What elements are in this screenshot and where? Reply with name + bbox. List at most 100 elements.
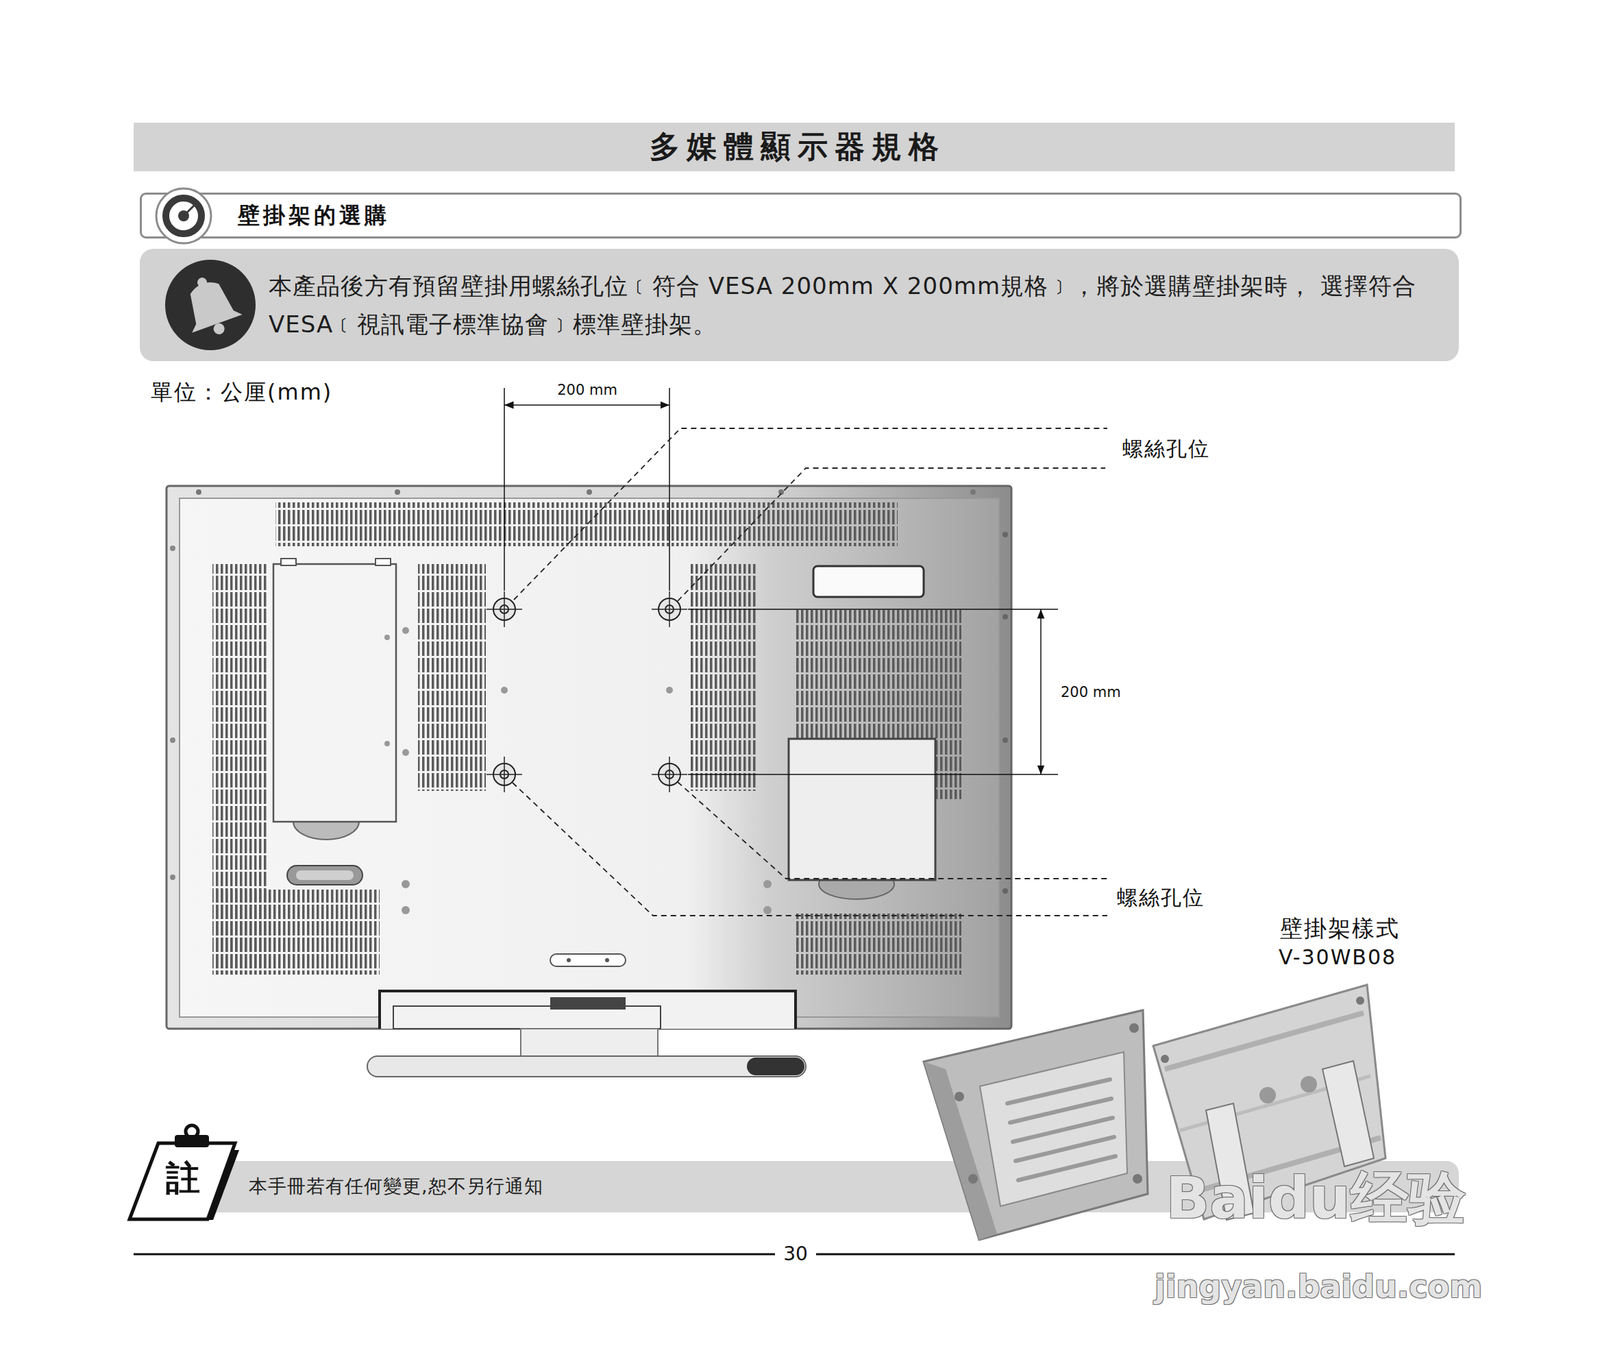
tv-back bbox=[566, 957, 571, 963]
section-title: 壁掛架的選購 bbox=[237, 202, 1460, 229]
page-title: 多媒體顯示器規格 bbox=[649, 128, 946, 166]
leader-line bbox=[677, 468, 1106, 601]
tv-back bbox=[212, 889, 380, 975]
note-bar: 本手冊若有任何變更,恕不另行通知 bbox=[208, 1160, 924, 1213]
tv-back bbox=[746, 1057, 805, 1076]
tv-back bbox=[166, 485, 1012, 1077]
leader-line bbox=[677, 781, 1108, 879]
tv-back bbox=[586, 489, 593, 495]
wall-bracket-photo bbox=[1007, 1079, 1111, 1104]
tv-back bbox=[384, 740, 390, 747]
vesa-screw-hole bbox=[503, 591, 506, 627]
dimension-line bbox=[504, 404, 670, 406]
clipboard-icon bbox=[185, 1125, 199, 1138]
notice-text: 本產品後方有預留壁掛用螺絲孔位﹝符合 VESA 200mm X 200mm規格﹞… bbox=[268, 266, 1435, 344]
bell-icon bbox=[164, 259, 257, 351]
tv-back bbox=[1002, 888, 1008, 894]
tv-back bbox=[169, 545, 176, 551]
vesa-screw-hole bbox=[668, 756, 671, 793]
dimension-line bbox=[1040, 609, 1042, 775]
wall-bracket-photo bbox=[1015, 1136, 1115, 1161]
tv-back bbox=[763, 905, 772, 915]
model-number: V-30WB08 bbox=[1278, 944, 1397, 970]
bell-icon bbox=[175, 268, 246, 343]
dimension-label: 200 mm bbox=[557, 381, 618, 399]
tv-back bbox=[273, 563, 397, 822]
vesa-screw-hole bbox=[486, 591, 688, 793]
dimension-line bbox=[687, 608, 1058, 610]
tv-back bbox=[666, 686, 673, 694]
unit-note: 單位：公厘(mm) bbox=[150, 378, 333, 405]
tv-back bbox=[375, 558, 391, 566]
title-band bbox=[133, 122, 1455, 172]
tv-back bbox=[690, 563, 758, 791]
tv-back bbox=[169, 874, 176, 880]
wall-bracket-photo bbox=[1018, 1155, 1116, 1180]
note-clipboard: 註 bbox=[125, 1122, 240, 1222]
vesa-screw-hole bbox=[668, 591, 671, 627]
tv-back bbox=[417, 563, 486, 791]
tv-back bbox=[763, 879, 772, 889]
tv-back bbox=[367, 1055, 806, 1077]
bracket-caption: 壁掛架樣式 bbox=[1280, 914, 1400, 943]
tv-back bbox=[520, 1028, 658, 1056]
target-icon bbox=[165, 198, 202, 234]
tv-back bbox=[280, 558, 297, 566]
watermark: jingyan.baidu.com bbox=[1150, 1267, 1487, 1306]
target-icon bbox=[183, 202, 198, 216]
wall-bracket-photo bbox=[1164, 1012, 1364, 1069]
tv-back bbox=[970, 489, 976, 495]
tv-back bbox=[384, 634, 390, 640]
tv-back bbox=[550, 953, 626, 967]
callout-label: 螺絲孔位 bbox=[1116, 885, 1205, 910]
vesa-screw-hole bbox=[503, 756, 506, 793]
dimension-line bbox=[687, 773, 1058, 775]
tv-back bbox=[402, 626, 410, 634]
page-rule bbox=[816, 1253, 1455, 1256]
wall-bracket-photo bbox=[1132, 1173, 1143, 1184]
note-mark: 註 bbox=[165, 1159, 201, 1198]
tv-back bbox=[550, 997, 626, 1010]
tv-back bbox=[169, 737, 176, 743]
wall-bracket-photo bbox=[1129, 1023, 1139, 1033]
bell-icon bbox=[177, 274, 243, 334]
page-number: 30 bbox=[783, 1242, 808, 1266]
wall-bracket-photo bbox=[1007, 1079, 1116, 1180]
tv-back bbox=[379, 990, 796, 1029]
leader-line bbox=[512, 782, 1108, 916]
tv-back bbox=[795, 913, 962, 975]
callout-label: 螺絲孔位 bbox=[1122, 436, 1211, 462]
target-icon bbox=[154, 187, 213, 245]
wall-bracket-photo bbox=[1356, 996, 1365, 1005]
wall-bracket-photo bbox=[979, 1051, 1128, 1206]
bell-icon bbox=[211, 322, 227, 337]
wall-bracket-photo bbox=[1300, 1075, 1318, 1093]
tv-back bbox=[1002, 531, 1008, 538]
tv-back bbox=[275, 502, 898, 547]
tv-back bbox=[500, 686, 508, 694]
tv-back bbox=[287, 865, 363, 885]
wall-bracket-photo bbox=[923, 1010, 1148, 1240]
wall-bracket-photo bbox=[1322, 1060, 1374, 1167]
page-rule bbox=[133, 1253, 775, 1256]
notice-panel: 本產品後方有預留壁掛用螺絲孔位﹝符合 VESA 200mm X 200mm規格﹞… bbox=[139, 248, 1459, 362]
target-icon bbox=[154, 187, 213, 245]
tv-back bbox=[788, 738, 936, 880]
dimension-line bbox=[504, 387, 1058, 775]
dimension-line bbox=[668, 387, 671, 591]
section-header: 壁掛架的選購 bbox=[139, 192, 1462, 239]
tv-back bbox=[1002, 737, 1008, 743]
tv-back bbox=[402, 748, 410, 756]
wall-bracket-photo bbox=[968, 1173, 978, 1184]
tv-back bbox=[401, 905, 410, 915]
wall-bracket-photo bbox=[954, 1091, 965, 1102]
target-icon bbox=[156, 188, 212, 244]
tv-back bbox=[605, 957, 610, 963]
wall-bracket-photo bbox=[1160, 1054, 1169, 1063]
tv-back bbox=[195, 489, 202, 495]
leader-line bbox=[512, 428, 1108, 916]
tv-back bbox=[166, 485, 1012, 1029]
leader-line bbox=[513, 428, 1108, 600]
tv-back bbox=[813, 565, 924, 597]
